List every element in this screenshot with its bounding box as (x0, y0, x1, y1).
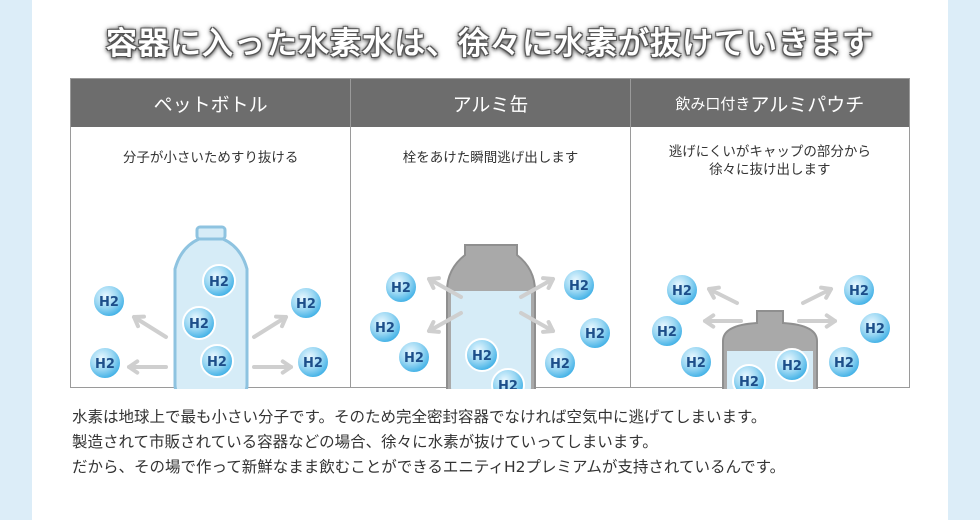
explanation-text: 水素は地球上で最も小さい分子です。そのため完全密封容器でなければ空気中に逃げてし… (72, 405, 932, 480)
arrow-icon (427, 276, 464, 299)
h2-label: H2 (849, 284, 869, 299)
comparison-table: ペットボトル 分子が小さいためすり抜ける H2H2H2H2H2H2H2H2H2 … (70, 78, 910, 389)
h2-label: H2 (739, 375, 759, 389)
h2-label: H2 (296, 297, 316, 312)
h2-label: H2 (672, 284, 692, 299)
h2-label: H2 (207, 355, 227, 370)
h2-molecule-icon: H2 (397, 340, 432, 374)
h2-molecule-icon: H2 (774, 348, 809, 382)
h2-molecule-icon: H2 (92, 284, 126, 318)
h2-molecule-icon: H2 (578, 316, 613, 350)
column-header-label: アルミ缶 (452, 93, 529, 116)
bottle-cap (195, 225, 227, 241)
h2-label: H2 (404, 351, 424, 366)
h2-label: H2 (498, 379, 518, 389)
arrow-icon (427, 311, 464, 334)
page: 容器に入った水素水は、徐々に水素が抜けていきます ペットボトル 分子が小さいため… (32, 0, 948, 520)
h2-molecule-icon: H2 (543, 346, 578, 380)
h2-molecule-icon: H2 (289, 286, 323, 320)
h2-molecule-icon: H2 (200, 344, 234, 378)
arrow-icon (706, 285, 739, 305)
column-header-label: アルミパウチ (750, 93, 865, 116)
h2-label: H2 (550, 357, 570, 372)
h2-label: H2 (865, 322, 885, 337)
column-caption: 逃げにくいがキャップの部分から 徐々に抜け出します (631, 143, 909, 179)
h2-molecule-icon: H2 (857, 311, 892, 345)
h2-molecule-icon: H2 (731, 364, 766, 389)
column-header: アルミ缶 (351, 79, 630, 127)
column-header-prefix: 飲み口付き (675, 94, 751, 113)
column-caption-line: 逃げにくいがキャップの部分から (668, 144, 871, 160)
column-caption: 分子が小さいためすり抜ける (122, 150, 299, 166)
h2-label: H2 (834, 356, 854, 371)
arrow-icon (252, 314, 288, 339)
column-header: ペットボトル (71, 79, 351, 127)
h2-label: H2 (472, 349, 492, 364)
aluminum-pouch-illustration: H2H2H2H2H2H2H2H2H2 (649, 273, 892, 389)
column-header-label: ペットボトル (153, 93, 268, 116)
h2-label: H2 (657, 325, 677, 340)
explanation-line: だから、その場で作って新鮮なまま飲むことができるエニティH2プレミアムが支持され… (72, 458, 786, 476)
arrow-icon (702, 313, 743, 329)
h2-molecule-icon: H2 (562, 268, 597, 302)
h2-label: H2 (782, 359, 802, 374)
h2-molecule-icon: H2 (826, 345, 861, 379)
h2-molecule-icon: H2 (384, 270, 419, 304)
h2-label: H2 (686, 356, 706, 371)
h2-label: H2 (375, 321, 395, 336)
h2-label: H2 (391, 281, 411, 296)
h2-molecule-icon: H2 (841, 273, 876, 307)
h2-molecule-icon: H2 (296, 345, 330, 379)
h2-label: H2 (569, 279, 589, 294)
arrow-icon (132, 314, 168, 339)
h2-molecule-icon: H2 (649, 314, 684, 348)
h2-label: H2 (585, 327, 605, 342)
column-caption-line: 徐々に抜け出します (709, 162, 831, 178)
column-pet-bottle: ペットボトル 分子が小さいためすり抜ける H2H2H2H2H2H2H2H2H2 (71, 79, 351, 389)
explanation-line: 水素は地球上で最も小さい分子です。そのため完全密封容器でなければ空気中に逃げてし… (72, 408, 767, 426)
column-aluminum-pouch: 飲み口付き アルミパウチ 逃げにくいがキャップの部分から 徐々に抜け出します H… (629, 79, 909, 389)
headline: 容器に入った水素水は、徐々に水素が抜けていきます (106, 26, 874, 62)
h2-label: H2 (209, 275, 229, 290)
arrow-icon (252, 359, 293, 375)
h2-molecule-icon: H2 (465, 338, 500, 372)
arrow-icon (519, 276, 556, 299)
arrow-icon (796, 313, 837, 329)
h2-molecule-icon: H2 (202, 264, 236, 298)
h2-molecule-icon: H2 (664, 273, 699, 307)
h2-molecule-icon: H2 (678, 345, 713, 379)
pet-bottle-illustration: H2H2H2H2H2H2H2H2H2 (88, 225, 330, 389)
arrow-icon (519, 311, 556, 334)
column-header: 飲み口付き アルミパウチ (630, 79, 909, 127)
aluminum-can-illustration: H2H2H2H2H2H2H2H2H2 (368, 244, 613, 389)
h2-label: H2 (189, 317, 209, 332)
h2-label: H2 (303, 356, 323, 371)
h2-label: H2 (99, 295, 119, 310)
explanation-line: 製造されて市販されている容器などの場合、徐々に水素が抜けていってしまいます。 (72, 433, 658, 451)
column-aluminum-can: アルミ缶 栓をあけた瞬間逃げ出します H2H2H2H2H2H2H2H2H2 (350, 79, 630, 389)
h2-molecule-icon: H2 (182, 306, 216, 340)
arrow-icon (127, 359, 168, 375)
h2-molecule-icon: H2 (88, 346, 122, 380)
column-caption: 栓をあけた瞬間逃げ出します (402, 150, 579, 166)
arrow-icon (800, 285, 833, 305)
h2-molecule-icon: H2 (491, 368, 526, 389)
h2-molecule-icon: H2 (368, 310, 403, 344)
h2-label: H2 (95, 357, 115, 372)
